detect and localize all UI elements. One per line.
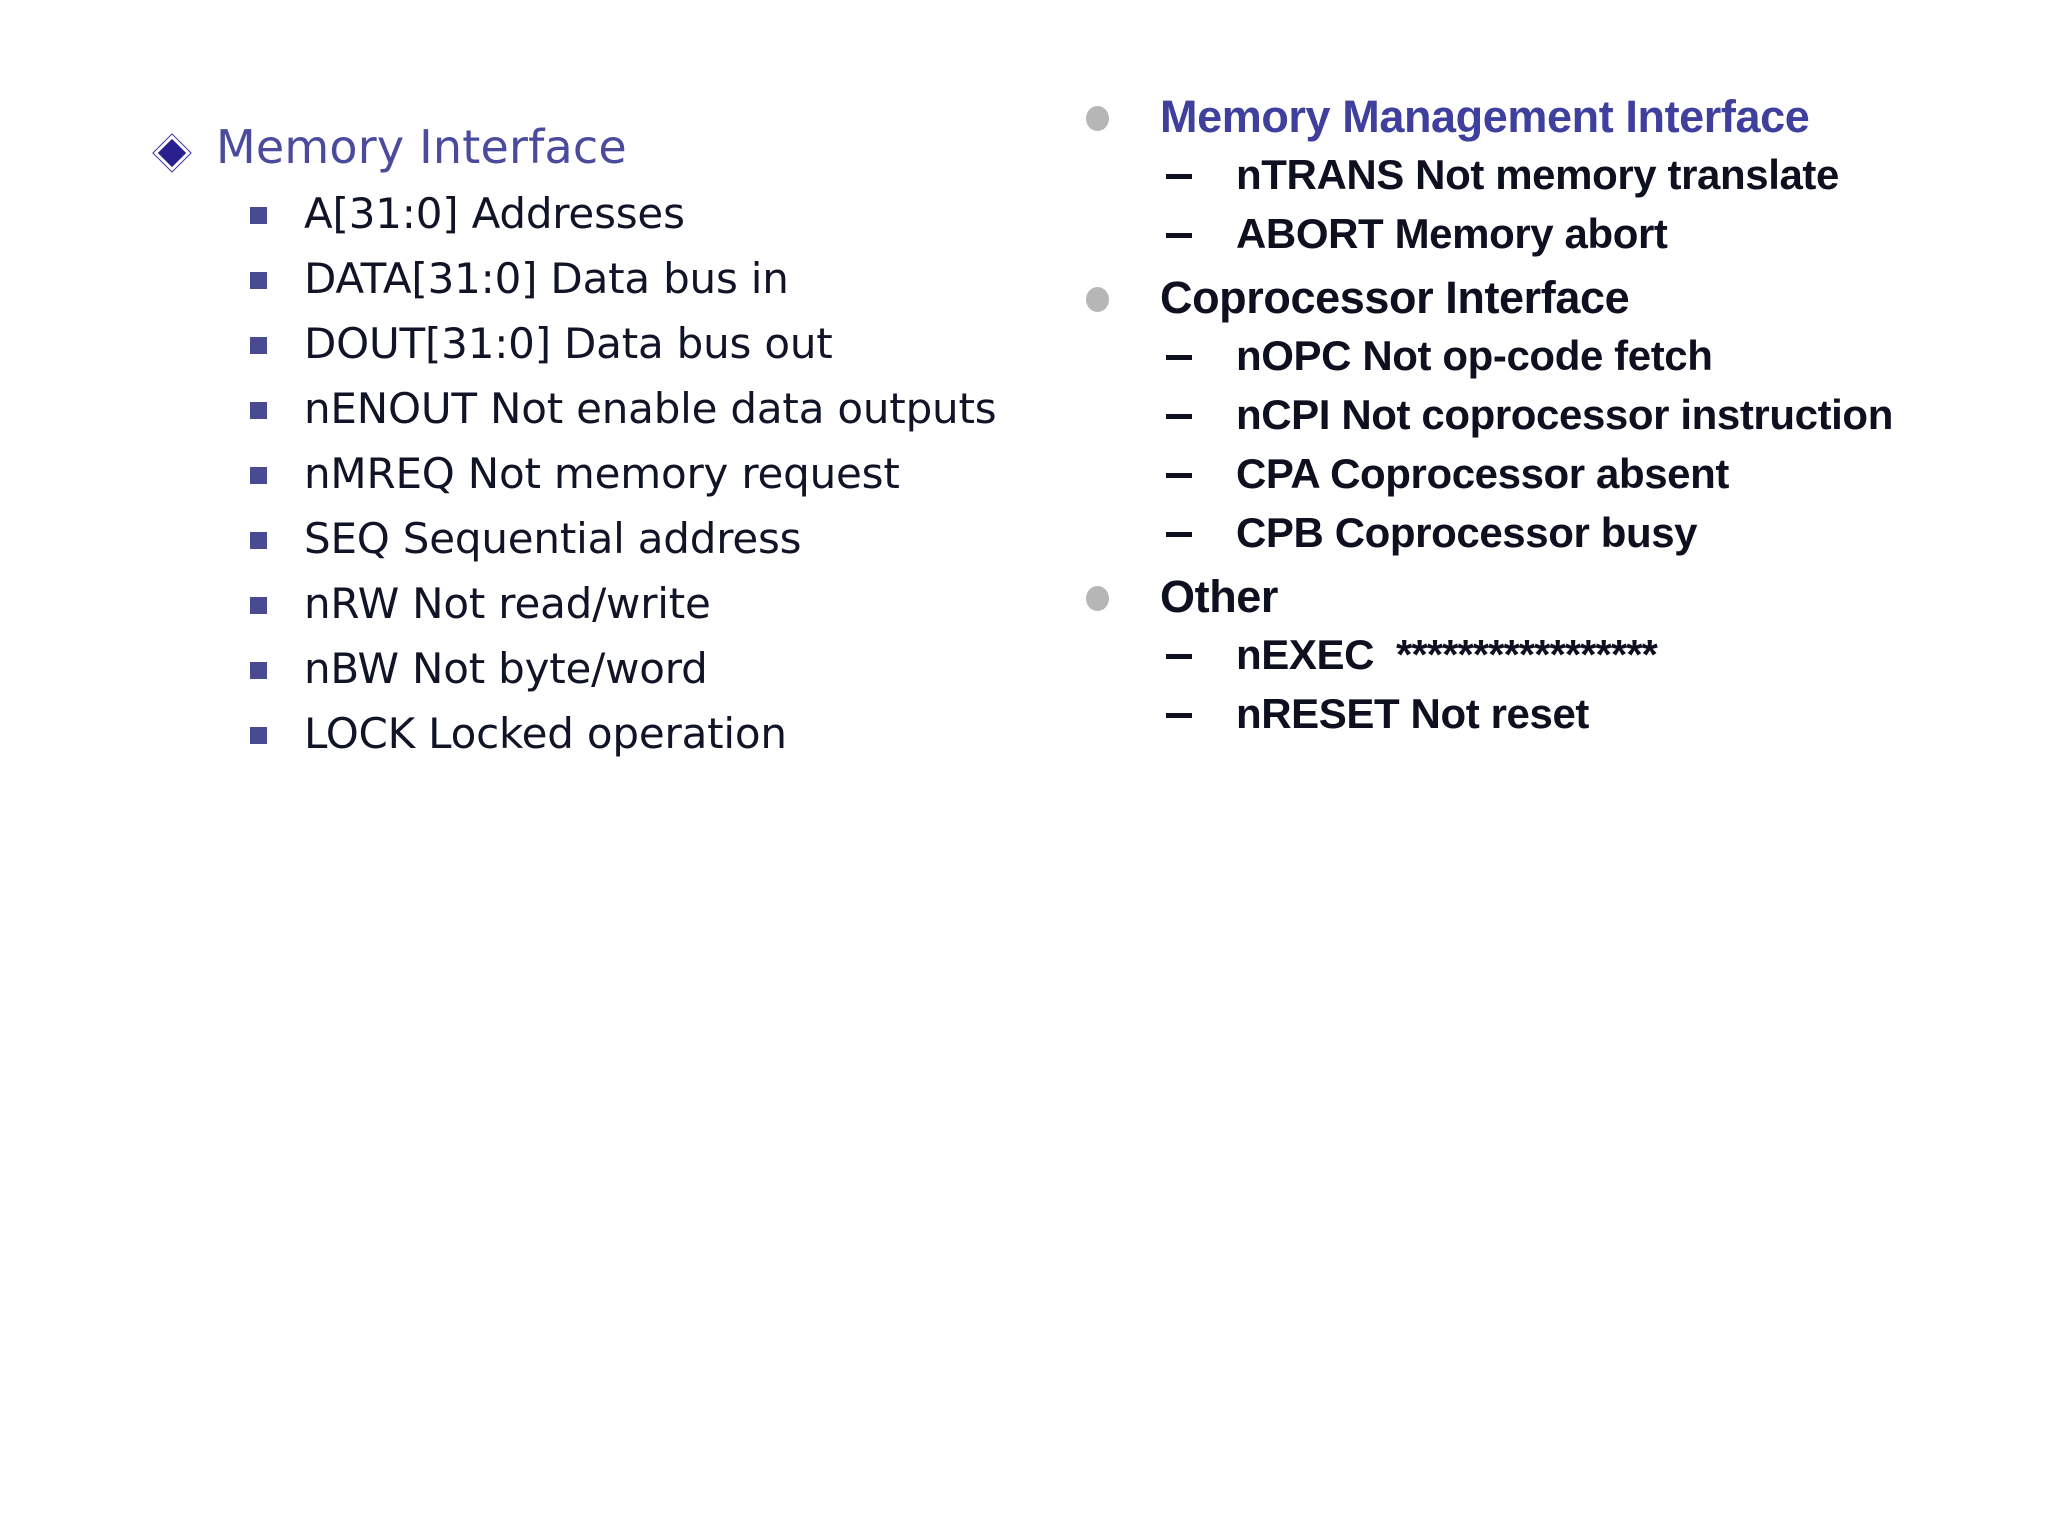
list-item: nRESET Not reset bbox=[1160, 688, 1910, 741]
redaction-asterisks: ***************** bbox=[1396, 630, 1658, 678]
list-item-label: nMREQ Not memory request bbox=[304, 448, 900, 498]
list-item-label: nCPI Not coprocessor instruction bbox=[1236, 390, 1893, 438]
list-item: nCPI Not coprocessor instruction bbox=[1160, 389, 1910, 442]
list-item: SEQ Sequential address bbox=[242, 513, 1030, 566]
square-bullet-icon bbox=[250, 401, 267, 419]
memory-management-interface-group: Memory Management Interface nTRANS Not m… bbox=[1070, 90, 1910, 261]
memory-interface-heading: Memory Interface bbox=[216, 120, 627, 174]
coprocessor-interface-group: Coprocessor Interface nOPC Not op-code f… bbox=[1070, 271, 1910, 560]
list-item: nRW Not read/write bbox=[242, 578, 1030, 631]
list-item-label: nENOUT Not enable data outputs bbox=[304, 383, 997, 433]
dash-bullet-icon bbox=[1166, 712, 1192, 718]
circle-bullet-icon bbox=[1086, 286, 1109, 312]
memory-interface-column: Memory Interface A[31:0] Addresses DATA[… bbox=[157, 120, 1030, 772]
list-item-label: nOPC Not op-code fetch bbox=[1236, 332, 1713, 379]
dash-bullet-icon bbox=[1166, 233, 1192, 238]
list-item-label: nEXEC bbox=[1236, 630, 1375, 678]
list-item-label: CPA Coprocessor absent bbox=[1236, 449, 1729, 497]
square-bullet-icon bbox=[250, 596, 267, 614]
list-item: nMREQ Not memory request bbox=[242, 448, 1030, 501]
memory-interface-heading-row: Memory Interface bbox=[157, 120, 1030, 174]
list-item: nENOUT Not enable data outputs bbox=[242, 383, 1030, 436]
list-item: nTRANS Not memory translate bbox=[1160, 149, 1910, 202]
list-item: CPA Coprocessor absent bbox=[1160, 448, 1910, 501]
list-item: LOCK Locked operation bbox=[242, 708, 1030, 761]
list-item-label: nRW Not read/write bbox=[304, 578, 711, 628]
diamond-bullet-icon bbox=[157, 138, 190, 171]
other-list: nEXEC ***************** nRESET Not reset bbox=[1070, 629, 1910, 741]
list-item: nOPC Not op-code fetch bbox=[1160, 330, 1910, 383]
list-item-label: nRESET Not reset bbox=[1236, 689, 1589, 737]
list-item-label: nBW Not byte/word bbox=[304, 643, 708, 693]
list-item-label: DOUT[31:0] Data bus out bbox=[304, 319, 833, 369]
group-heading-label: Coprocessor Interface bbox=[1160, 271, 1630, 323]
memory-management-interface-list: nTRANS Not memory translate ABORT Memory… bbox=[1070, 149, 1910, 261]
memory-interface-list: A[31:0] Addresses DATA[31:0] Data bus in… bbox=[160, 188, 1030, 760]
square-bullet-icon bbox=[250, 272, 267, 290]
square-bullet-icon bbox=[250, 531, 267, 549]
list-item-label: A[31:0] Addresses bbox=[304, 189, 685, 239]
list-item: nEXEC ***************** bbox=[1160, 629, 1910, 682]
dash-bullet-icon bbox=[1166, 174, 1192, 180]
list-item-label: LOCK Locked operation bbox=[304, 708, 787, 758]
list-item: A[31:0] Addresses bbox=[242, 188, 1030, 241]
list-item-label: CPB Coprocessor busy bbox=[1236, 508, 1698, 556]
square-bullet-icon bbox=[250, 337, 267, 355]
list-item-label: SEQ Sequential address bbox=[304, 513, 802, 563]
list-item: ABORT Memory abort bbox=[1160, 208, 1910, 261]
dash-bullet-icon bbox=[1166, 355, 1192, 360]
square-bullet-icon bbox=[250, 207, 267, 225]
memory-management-interface-heading: Memory Management Interface bbox=[1070, 90, 1910, 143]
interfaces-column: Memory Management Interface nTRANS Not m… bbox=[1070, 90, 1910, 751]
coprocessor-interface-list: nOPC Not op-code fetch nCPI Not coproces… bbox=[1070, 330, 1910, 560]
list-item-label: ABORT Memory abort bbox=[1236, 210, 1668, 257]
list-item: DOUT[31:0] Data bus out bbox=[242, 318, 1030, 371]
list-item: CPB Coprocessor busy bbox=[1160, 507, 1910, 560]
dash-bullet-icon bbox=[1166, 413, 1192, 419]
circle-bullet-icon bbox=[1086, 585, 1109, 611]
group-heading-label: Other bbox=[1160, 570, 1279, 622]
list-item-label: nTRANS Not memory translate bbox=[1236, 151, 1839, 199]
circle-bullet-icon bbox=[1086, 106, 1109, 131]
dash-bullet-icon bbox=[1166, 531, 1192, 537]
other-heading: Other bbox=[1070, 570, 1910, 623]
coprocessor-interface-heading: Coprocessor Interface bbox=[1070, 271, 1910, 324]
dash-bullet-icon bbox=[1166, 472, 1192, 478]
list-item: DATA[31:0] Data bus in bbox=[242, 253, 1030, 306]
list-item-label: DATA[31:0] Data bus in bbox=[304, 254, 789, 304]
square-bullet-icon bbox=[250, 726, 267, 744]
square-bullet-icon bbox=[250, 661, 267, 679]
list-item: nBW Not byte/word bbox=[242, 643, 1030, 696]
other-group: Other nEXEC ***************** nRESET Not … bbox=[1070, 570, 1910, 741]
group-heading-label: Memory Management Interface bbox=[1160, 91, 1810, 142]
square-bullet-icon bbox=[250, 466, 267, 484]
dash-bullet-icon bbox=[1166, 653, 1192, 659]
